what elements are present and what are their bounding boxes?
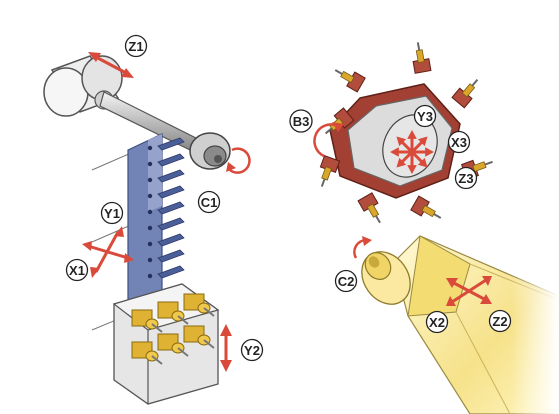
turret-tool — [357, 192, 381, 224]
b3-rotation-arrow — [313, 122, 344, 158]
main-spindle — [43, 55, 231, 170]
y2-axis-arrow — [220, 324, 232, 372]
gang-tool — [147, 137, 185, 151]
svg-text:X3: X3 — [451, 135, 467, 150]
b3-label: B3 — [289, 109, 313, 133]
gang-tool — [147, 265, 185, 279]
y3-label: Y3 — [413, 104, 437, 128]
x3-label: X3 — [447, 130, 471, 154]
gang-tool — [147, 169, 185, 183]
svg-text:Y2: Y2 — [244, 343, 260, 358]
turret-tools — [319, 42, 493, 224]
tool-holder — [131, 341, 163, 365]
z2-label: Z2 — [488, 309, 512, 333]
tool-block-holders — [131, 293, 215, 365]
y2-label: Y2 — [240, 338, 264, 362]
gang-tool — [147, 201, 185, 215]
gang-tool — [147, 233, 185, 247]
tool-holder — [131, 309, 163, 333]
svg-text:Z3: Z3 — [458, 171, 473, 186]
svg-text:Z2: Z2 — [492, 314, 507, 329]
svg-text:C2: C2 — [338, 274, 355, 289]
y1-x1-cross-arrow — [82, 226, 134, 278]
svg-text:Y3: Y3 — [417, 109, 433, 124]
x2-label: X2 — [425, 310, 449, 334]
tool-holder — [183, 325, 215, 349]
turret — [329, 83, 461, 199]
y1-label: Y1 — [100, 201, 124, 225]
tool-holder — [183, 293, 215, 317]
gang-tools — [147, 137, 185, 279]
svg-text:C1: C1 — [201, 195, 218, 210]
tool-holder — [157, 301, 189, 325]
turret-tool — [412, 42, 432, 74]
c1-label: C1 — [197, 190, 221, 214]
z1-label: Z1 — [124, 34, 148, 58]
turret-tool — [319, 154, 341, 187]
x2-z2-cross-arrow — [446, 276, 492, 306]
svg-text:B3: B3 — [293, 114, 310, 129]
turret-tool — [410, 195, 442, 219]
x1-label: X1 — [65, 258, 89, 282]
svg-text:Z1: Z1 — [128, 39, 143, 54]
gang-tool — [147, 249, 185, 263]
gang-tool-plate — [127, 133, 163, 307]
turret-tool — [334, 69, 366, 93]
c2-label: C2 — [334, 269, 358, 293]
turret-tool — [451, 78, 479, 109]
svg-text:X2: X2 — [429, 315, 445, 330]
svg-text:Y1: Y1 — [104, 206, 120, 221]
svg-text:X1: X1 — [69, 263, 85, 278]
c1-rotation-arrow — [226, 147, 251, 174]
c2-rotation-arrow — [353, 236, 372, 259]
z1-axis-arrow — [88, 52, 134, 78]
gang-tool — [147, 217, 185, 231]
sub-spindle — [361, 230, 559, 414]
turret-star-arrow — [390, 130, 434, 174]
gang-tool — [147, 185, 185, 199]
tool-holder — [157, 333, 189, 357]
z3-label: Z3 — [454, 166, 478, 190]
gang-tool — [147, 153, 185, 167]
